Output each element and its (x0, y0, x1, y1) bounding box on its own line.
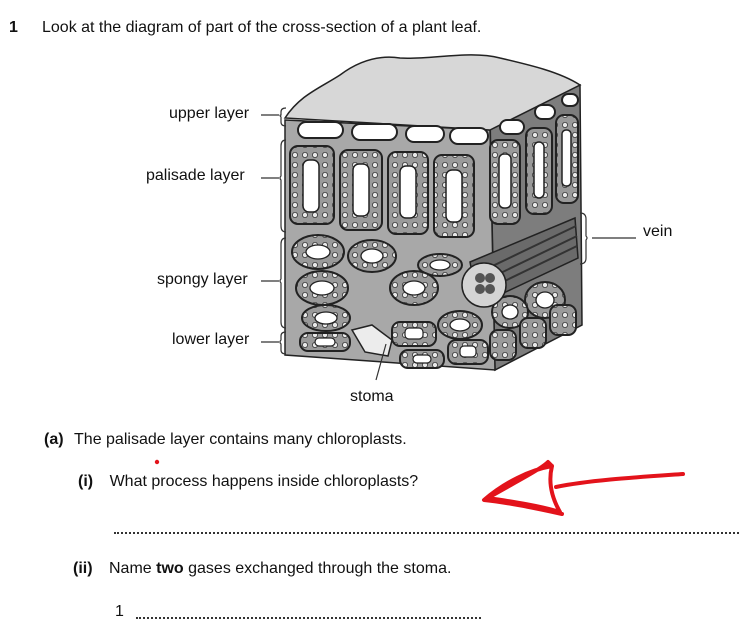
stoma-opening (350, 324, 393, 357)
vein (461, 216, 579, 308)
label-lower-layer: lower layer (172, 331, 250, 348)
part-a-ii-label: (ii) (73, 560, 93, 577)
upper-layer-cells (297, 93, 579, 145)
part-a-text: The palisade layer contains many chlorop… (74, 431, 407, 448)
part-a-ii-text: Name two gases exchanged through the sto… (109, 560, 452, 577)
label-spongy-layer: spongy layer (157, 271, 248, 288)
red-arrow-icon (482, 460, 685, 516)
spongy-cells (291, 234, 566, 340)
answer-line-a-i[interactable] (114, 532, 739, 534)
answer-1-label: 1 (115, 603, 124, 620)
part-a: (a) The palisade layer contains many chl… (44, 431, 407, 449)
label-vein: vein (643, 223, 673, 240)
label-palisade-layer: palisade layer (146, 167, 245, 184)
part-a-ii: (ii) Name two gases exchanged through th… (73, 560, 451, 578)
part-a-i-label: (i) (78, 473, 94, 490)
part-a-label: (a) (44, 431, 64, 448)
question-number: 1 (9, 19, 18, 36)
label-stoma: stoma (350, 388, 394, 405)
answer-line-a-ii-1[interactable] (136, 617, 481, 619)
lower-layer-cells (299, 304, 577, 369)
question-intro: Look at the diagram of part of the cross… (42, 19, 482, 36)
palisade-cells (289, 114, 579, 238)
part-a-i: (i) What process happens inside chloropl… (78, 473, 418, 491)
label-upper-layer: upper layer (169, 105, 250, 122)
label-brackets (261, 107, 636, 381)
part-a-i-text: What process happens inside chloroplasts… (109, 473, 419, 490)
red-dot-mark (154, 459, 160, 465)
